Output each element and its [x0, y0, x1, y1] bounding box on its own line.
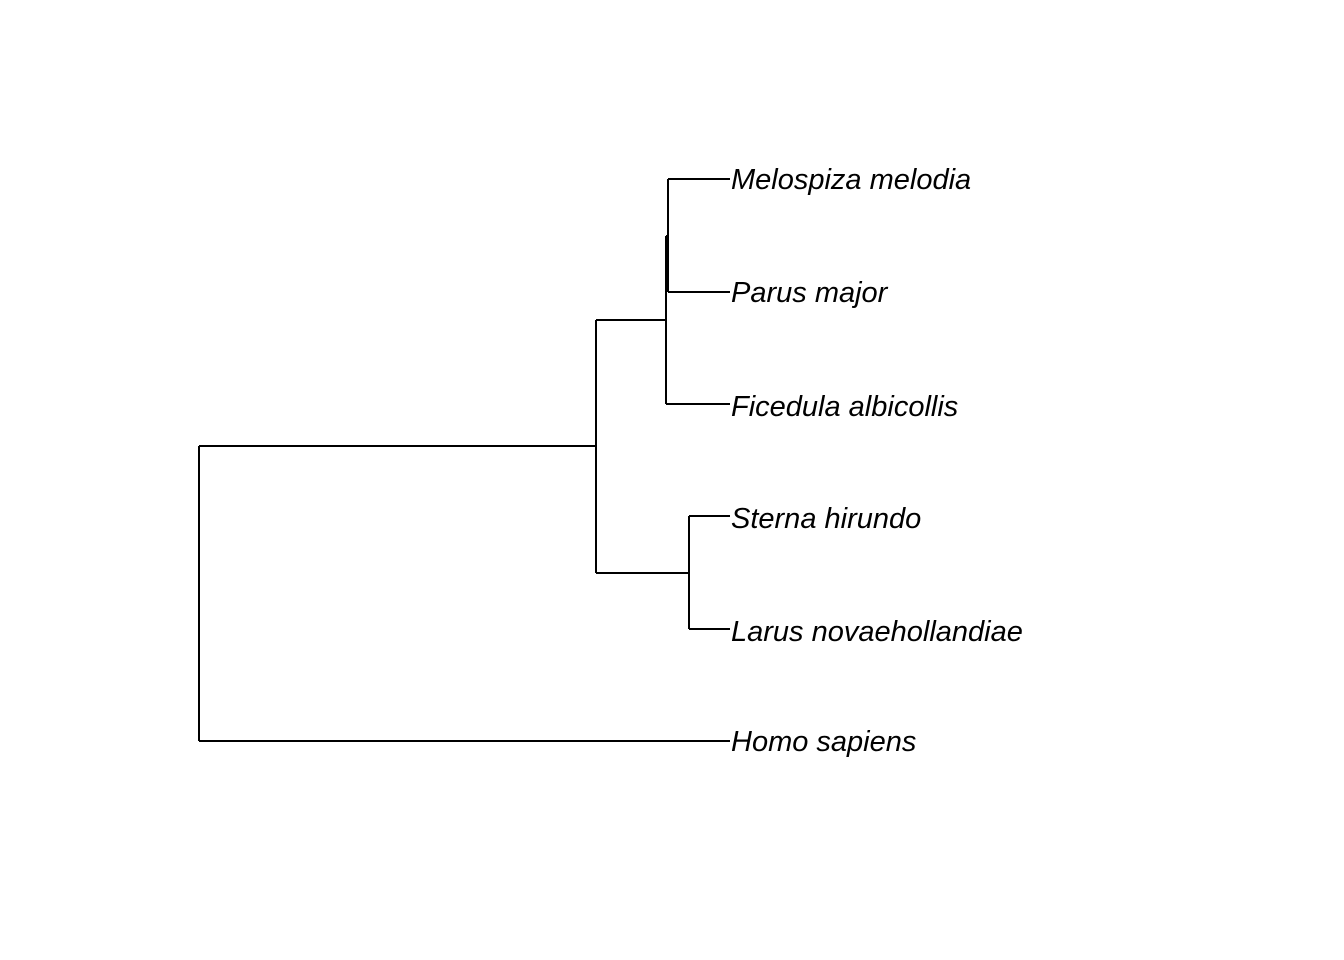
tip-label-parus-major: Parus major	[731, 277, 889, 309]
tip-label-ficedula-albicollis: Ficedula albicollis	[731, 391, 958, 423]
tip-label-larus-novaehollandiae: Larus novaehollandiae	[731, 616, 1023, 648]
tip-label-melospiza-melodia: Melospiza melodia	[731, 164, 971, 196]
tip-label-sterna-hirundo: Sterna hirundo	[731, 503, 921, 535]
tip-label-homo-sapiens: Homo sapiens	[731, 726, 916, 758]
